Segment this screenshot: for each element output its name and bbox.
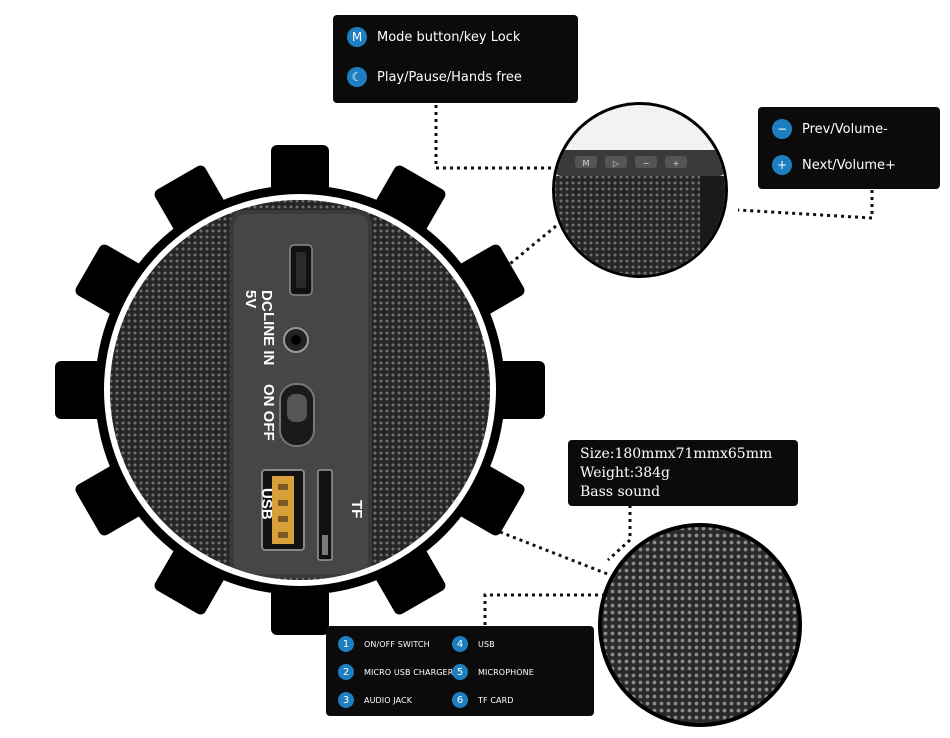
phone-icon: ☾ [347, 67, 367, 87]
legend-label-1: ON/OFF SWITCH [364, 639, 430, 649]
legend-number-2: 2 [338, 664, 354, 680]
play-key-label: ▷ [613, 159, 620, 168]
bass-spec: Bass sound [580, 484, 661, 500]
legend-label-3: AUDIO JACK [364, 695, 413, 705]
legend-label-6: TF CARD [478, 695, 514, 705]
minus-key [635, 156, 657, 168]
grille-zoom-circle [598, 523, 802, 727]
voltage-label: 5V [242, 290, 259, 308]
legend-item-6: 6 TF CARD [452, 692, 514, 708]
prev-volume-row: − Prev/Volume- [772, 119, 888, 139]
volume-callout: − Prev/Volume- + Next/Volume+ [758, 107, 940, 189]
line-in-label: LINE IN [260, 312, 277, 365]
spec-callout: Size:180mmx71mmx65mm Weight:384g Bass so… [568, 440, 798, 506]
legend-item-2: 2 MICRO USB CHARGER [338, 664, 453, 680]
next-volume-label: Next/Volume+ [802, 157, 896, 173]
legend-number-5: 5 [452, 664, 468, 680]
legend-number-6: 6 [452, 692, 468, 708]
connector-lines [434, 105, 874, 625]
legend-item-4: 4 USB [452, 636, 495, 652]
prev-volume-label: Prev/Volume- [802, 121, 888, 137]
dc-label: DC [258, 290, 275, 312]
mode-button-label: Mode button/key Lock [377, 29, 521, 45]
mode-icon: M [347, 27, 367, 47]
on-off-label: ON OFF [260, 384, 277, 441]
legend-label-4: USB [478, 639, 495, 649]
speaker-side-panel [110, 200, 490, 580]
legend-number-3: 3 [338, 692, 354, 708]
play-pause-label: Play/Pause/Hands free [377, 69, 522, 85]
play-pause-row: ☾ Play/Pause/Hands free [347, 67, 522, 87]
legend-number-4: 4 [452, 636, 468, 652]
top-buttons-callout: M Mode button/key Lock ☾ Play/Pause/Hand… [333, 15, 578, 103]
next-volume-row: + Next/Volume+ [772, 155, 896, 175]
usb-label: USB [258, 488, 275, 520]
tf-label: TF [348, 500, 365, 518]
legend-item-1: 1 ON/OFF SWITCH [338, 636, 430, 652]
panel-labels: DC 5V LINE IN ON OFF USB TF [242, 290, 365, 520]
size-spec: Size:180mmx71mmx65mm [580, 446, 773, 462]
mode-key [575, 156, 597, 168]
minus-key-label: − [643, 159, 650, 168]
play-key [605, 156, 627, 168]
button-zoom-circle: M ▷ − + [552, 102, 728, 278]
plus-icon: + [772, 155, 792, 175]
legend-label-5: MICROPHONE [478, 667, 534, 677]
minus-icon: − [772, 119, 792, 139]
ports-legend: 1 ON/OFF SWITCH 2 MICRO USB CHARGER 3 AU… [326, 626, 594, 716]
legend-label-2: MICRO USB CHARGER [364, 667, 454, 677]
legend-item-3: 3 AUDIO JACK [338, 692, 412, 708]
plus-key-label: + [673, 159, 680, 168]
mode-key-label: M [583, 159, 590, 168]
legend-item-5: 5 MICROPHONE [452, 664, 534, 680]
mode-button-row: M Mode button/key Lock [347, 27, 520, 47]
legend-number-1: 1 [338, 636, 354, 652]
plus-key [665, 156, 687, 168]
weight-spec: Weight:384g [580, 465, 671, 481]
